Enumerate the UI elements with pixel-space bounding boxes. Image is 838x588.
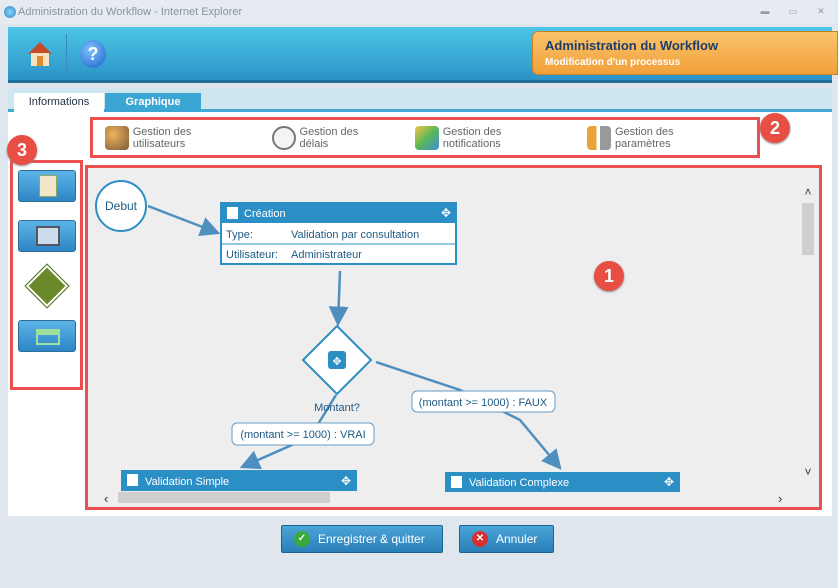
users-icon [105, 125, 129, 150]
user-value: Administrateur [291, 249, 362, 261]
move-icon[interactable]: ✥ [441, 206, 451, 220]
condition-true-text: (montant >= 1000) : VRAI [240, 429, 365, 441]
edge-false [375, 360, 562, 470]
start-label: Debut [105, 199, 138, 213]
save-label: Enregistrer & quitter [318, 532, 425, 546]
header-separator [66, 34, 67, 76]
manage-notifications-button[interactable]: Gestion des notifications [414, 125, 561, 150]
scroll-down-icon[interactable]: ˅ [804, 465, 811, 479]
stopwatch-icon [271, 125, 296, 150]
move-icon[interactable]: ✥ [664, 475, 674, 489]
validation-complexe-node[interactable]: Validation Complexe ✥ [445, 472, 680, 492]
creation-title: Création [244, 208, 286, 220]
task-icon [127, 474, 138, 486]
type-label: Type: [226, 229, 253, 241]
window-title: Administration du Workflow - Internet Ex… [18, 6, 243, 18]
user-label: Utilisateur: [226, 249, 278, 261]
minimize-button[interactable]: ▬ [760, 6, 770, 16]
condition-false-label[interactable]: (montant >= 1000) : FAUX [411, 390, 556, 413]
manage-users-button[interactable]: Gestion des utilisateurs [105, 125, 246, 150]
manage-parameters-button[interactable]: Gestion des paramètres [587, 125, 731, 150]
maximize-button[interactable]: ▭ [788, 6, 798, 16]
decision-label: Montant? [314, 402, 360, 414]
vertical-scrollbar-thumb[interactable] [802, 203, 814, 255]
app-subtitle: Modification d'un processus [545, 57, 681, 68]
tools-icon [587, 125, 611, 150]
help-icon[interactable]: ? [80, 40, 106, 68]
type-value: Validation par consultation [291, 229, 419, 241]
cancel-icon: ✕ [472, 531, 488, 547]
cancel-label: Annuler [496, 532, 538, 546]
tool-label: Gestion des utilisateurs [132, 125, 192, 150]
scroll-up-icon[interactable]: ˄ [804, 185, 811, 199]
graph-toolbar: Gestion des utilisateurs Gestion des dél… [90, 117, 760, 158]
tool-label: Gestion des délais [299, 125, 359, 150]
badge-canvas: 1 [594, 261, 624, 291]
edge-creation-decision [328, 270, 349, 327]
task-icon [227, 207, 238, 219]
save-quit-button[interactable]: ✓ Enregistrer & quitter [281, 525, 443, 553]
palette-system[interactable] [18, 220, 76, 252]
badge-toolbar: 2 [760, 113, 790, 143]
validation-complexe-title: Validation Complexe [469, 477, 569, 489]
diagram-svg: Debut Création ✥ Type: Validation par co… [95, 180, 814, 506]
move-icon[interactable]: ✥ [341, 474, 351, 488]
start-node[interactable]: Debut [95, 180, 147, 232]
scroll-right-icon[interactable]: › [778, 491, 782, 506]
tab-graphique[interactable]: Graphique [105, 93, 201, 112]
tab-informations[interactable]: Informations [14, 93, 104, 112]
task-icon [451, 476, 462, 488]
condition-true-label[interactable]: (montant >= 1000) : VRAI [231, 422, 375, 446]
creation-node[interactable]: Création ✥ Type: Validation par consulta… [220, 202, 457, 265]
window-titlebar: Administration du Workflow - Internet Ex… [0, 0, 838, 24]
computer-icon [36, 226, 60, 246]
task-icon [39, 175, 57, 197]
tool-label: Gestion des paramètres [614, 125, 674, 150]
manage-delays-button[interactable]: Gestion des délais [271, 125, 389, 150]
validation-simple-node[interactable]: Validation Simple ✥ [121, 470, 357, 491]
app-title: Administration du Workflow [545, 38, 719, 53]
close-button[interactable]: ✕ [817, 6, 825, 16]
condition-false-text: (montant >= 1000) : FAUX [419, 397, 548, 409]
decision-node[interactable]: ✥ Montant? [301, 324, 373, 414]
scroll-left-icon[interactable]: ‹ [104, 491, 108, 506]
notifications-icon [414, 125, 439, 150]
home-icon[interactable] [26, 40, 54, 68]
palette-subprocess[interactable] [18, 320, 76, 352]
header-title-box: Administration du Workflow Modification … [532, 31, 838, 75]
ie-icon [4, 6, 16, 18]
palette-task[interactable] [18, 170, 76, 202]
diagram-canvas[interactable]: Debut Création ✥ Type: Validation par co… [85, 165, 822, 510]
edge-start-creation [147, 204, 221, 237]
move-icon: ✥ [332, 356, 341, 368]
subprocess-icon [36, 329, 60, 345]
palette-decision[interactable] [18, 263, 76, 309]
check-icon: ✓ [294, 531, 310, 547]
tool-label: Gestion des notifications [442, 125, 502, 150]
decision-icon [24, 263, 70, 309]
shape-palette [10, 160, 83, 390]
badge-palette: 3 [7, 135, 37, 165]
cancel-button[interactable]: ✕ Annuler [459, 525, 554, 553]
horizontal-scrollbar-thumb[interactable] [118, 492, 330, 503]
validation-simple-title: Validation Simple [145, 476, 229, 488]
